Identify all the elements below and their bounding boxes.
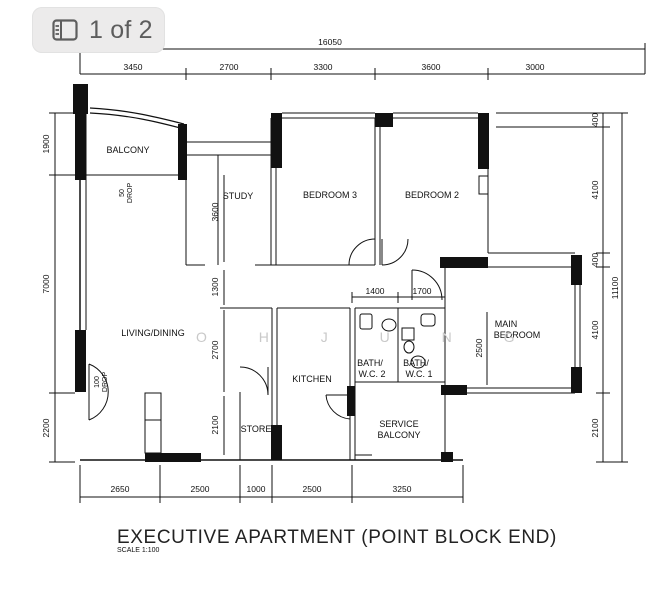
- balcony-drop-value: 50: [119, 189, 126, 197]
- bottom-dim-5: 3250: [393, 484, 412, 494]
- left-dim-1: 1900: [41, 134, 51, 153]
- right-dim-1: 400: [590, 113, 600, 127]
- bath-1-width-label: 1700: [413, 286, 432, 296]
- page-layout-icon: [52, 19, 78, 41]
- overall-height-label: 11100: [610, 277, 620, 300]
- left-dim-2: 7000: [41, 274, 51, 293]
- column: [73, 84, 88, 114]
- room-service-balcony-line2: BALCONY: [377, 430, 420, 440]
- top-dim-5: 3000: [526, 62, 545, 72]
- plan-title: EXECUTIVE APARTMENT (POINT BLOCK END): [117, 527, 557, 548]
- right-dim-5: 2100: [590, 418, 600, 437]
- main-bedroom-depth-label: 2500: [474, 338, 484, 357]
- bottom-dim-3: 1000: [247, 484, 266, 494]
- room-balcony: BALCONY: [106, 145, 149, 155]
- room-bath-1-line2: W.C. 1: [405, 369, 432, 379]
- room-bath-2-line1: BATH/: [357, 358, 383, 368]
- corridor-label: 1300: [210, 277, 220, 296]
- right-dim-2: 4100: [590, 180, 600, 199]
- room-main-bedroom-line1: MAIN: [495, 319, 518, 329]
- right-dim-3: 400: [590, 253, 600, 267]
- room-bedroom-3: BEDROOM 3: [303, 190, 357, 200]
- room-service-balcony-line1: SERVICE: [379, 419, 418, 429]
- left-dim-3: 2200: [41, 418, 51, 437]
- study-height-label: 3600: [210, 202, 220, 221]
- entrance-drop-text: DROP: [102, 372, 109, 393]
- bath-2-width-label: 1400: [366, 286, 385, 296]
- bottom-dim-2: 2500: [191, 484, 210, 494]
- room-study: STUDY: [223, 191, 254, 201]
- room-main-bedroom-line2: BEDROOM: [494, 330, 541, 340]
- page-indicator[interactable]: 1 of 2: [32, 7, 165, 53]
- room-kitchen: KITCHEN: [292, 374, 332, 384]
- plan-scale: SCALE 1:100: [117, 547, 160, 554]
- bottom-dim-4: 2500: [303, 484, 322, 494]
- entrance-drop-value: 100: [94, 376, 101, 388]
- right-dim-4: 4100: [590, 320, 600, 339]
- top-dim-1: 3450: [124, 62, 143, 72]
- room-living-dining: LIVING/DINING: [121, 328, 185, 338]
- room-bedroom-2: BEDROOM 2: [405, 190, 459, 200]
- watermark: O H J U N G: [196, 329, 539, 345]
- top-dim-2: 2700: [220, 62, 239, 72]
- top-dim-4: 3600: [422, 62, 441, 72]
- room-bath-2-line2: W.C. 2: [358, 369, 385, 379]
- bottom-dim-1: 2650: [111, 484, 130, 494]
- page-indicator-label: 1 of 2: [89, 15, 153, 44]
- room-store: STORE: [241, 424, 272, 434]
- store-height-label: 2100: [210, 415, 220, 434]
- room-bath-1-line1: BATH/: [403, 358, 429, 368]
- balcony-drop-text: DROP: [127, 183, 134, 204]
- top-dim-3: 3300: [314, 62, 333, 72]
- kitchen-height-label: 2700: [210, 340, 220, 359]
- overall-width-label: 16050: [318, 37, 342, 47]
